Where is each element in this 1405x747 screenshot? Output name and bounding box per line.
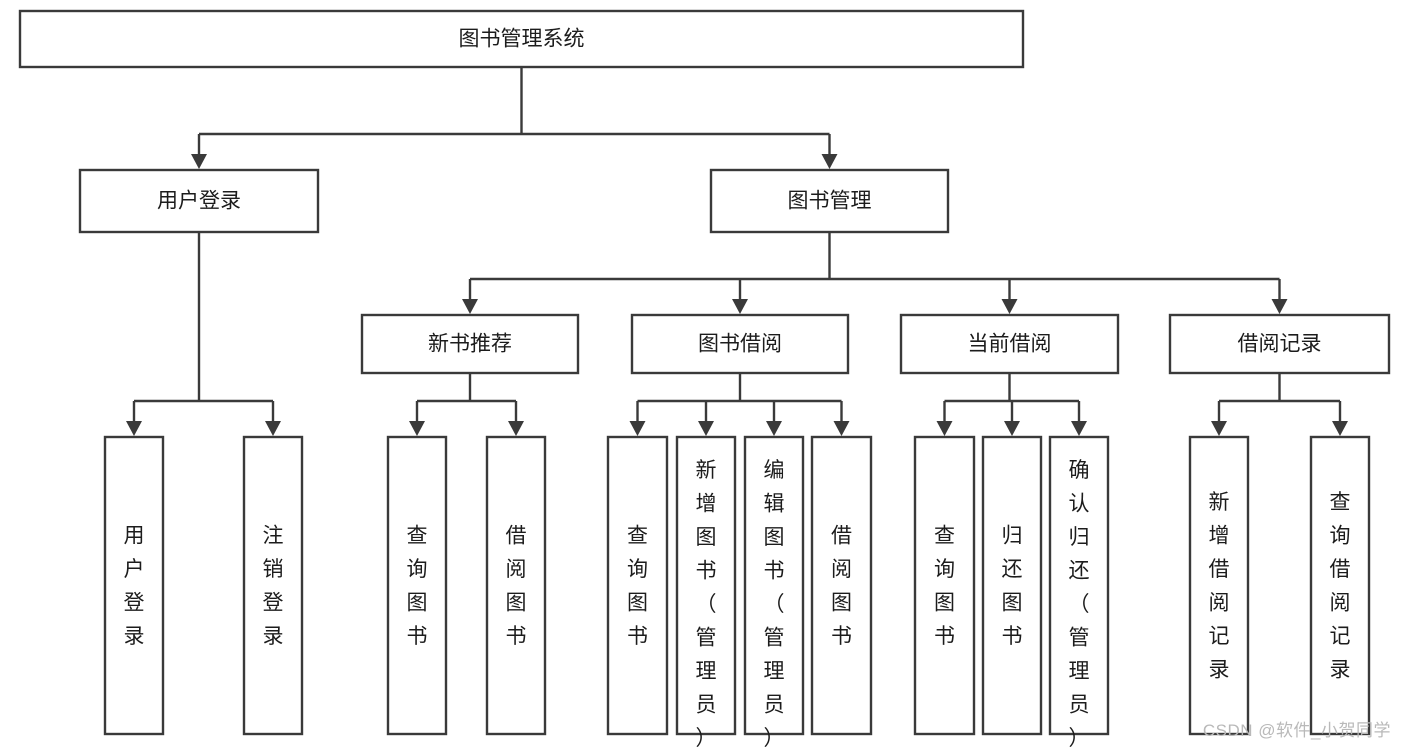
node-box[interactable] bbox=[1048, 435, 1110, 736]
node-box[interactable] bbox=[981, 435, 1043, 736]
node-box[interactable] bbox=[743, 435, 805, 736]
node-f-new-2[interactable]: 借阅图书 bbox=[485, 435, 547, 736]
arrow-head-icon bbox=[1071, 421, 1087, 436]
arrow-head-icon bbox=[766, 421, 782, 436]
node-box[interactable] bbox=[18, 9, 1025, 69]
node-login[interactable]: 用户登录 bbox=[78, 168, 320, 234]
node-box[interactable] bbox=[103, 435, 165, 736]
node-borrow[interactable]: 图书借阅 bbox=[630, 313, 850, 375]
node-f-login-1[interactable]: 用户登录 bbox=[103, 435, 165, 736]
node-box[interactable] bbox=[242, 435, 304, 736]
node-f-rec-2[interactable]: 查询借阅记录 bbox=[1309, 435, 1371, 736]
node-label-vertical: 新增借阅记录 bbox=[1209, 491, 1230, 682]
arrow-head-icon bbox=[1001, 299, 1018, 314]
node-label: 图书管理 bbox=[788, 190, 872, 213]
node-box[interactable] bbox=[386, 435, 448, 736]
node-f-cur-2[interactable]: 归还图书 bbox=[981, 435, 1043, 736]
node-label-vertical: 借阅图书 bbox=[831, 525, 852, 649]
arrow-head-icon bbox=[936, 421, 953, 436]
node-label-vertical: 查询借阅记录 bbox=[1330, 491, 1351, 682]
node-f-rec-1[interactable]: 新增借阅记录 bbox=[1188, 435, 1250, 736]
node-root[interactable]: 图书管理系统 bbox=[18, 9, 1025, 69]
node-records[interactable]: 借阅记录 bbox=[1168, 313, 1391, 375]
node-label-vertical: 新增图书（管理员） bbox=[696, 459, 717, 747]
node-f-bor-2[interactable]: 新增图书（管理员） bbox=[675, 435, 737, 747]
node-label-vertical: 编辑图书（管理员） bbox=[764, 459, 785, 747]
node-label-vertical: 确认归还（管理员） bbox=[1069, 459, 1090, 747]
node-f-cur-1[interactable]: 查询图书 bbox=[913, 435, 976, 736]
node-f-bor-1[interactable]: 查询图书 bbox=[606, 435, 669, 736]
node-f-cur-3[interactable]: 确认归还（管理员） bbox=[1048, 435, 1110, 747]
node-label: 借阅记录 bbox=[1238, 333, 1322, 356]
node-bookmgmt[interactable]: 图书管理 bbox=[709, 168, 950, 234]
node-f-login-2[interactable]: 注销登录 bbox=[242, 435, 304, 736]
node-label: 图书借阅 bbox=[698, 333, 782, 356]
arrow-head-icon bbox=[191, 154, 207, 169]
node-box[interactable] bbox=[606, 435, 669, 736]
arrow-head-icon bbox=[1271, 299, 1288, 314]
arrow-head-icon bbox=[462, 299, 478, 314]
arrow-head-icon bbox=[409, 421, 425, 436]
arrow-head-icon bbox=[1211, 421, 1227, 436]
arrow-head-icon bbox=[698, 421, 714, 436]
node-current[interactable]: 当前借阅 bbox=[899, 313, 1120, 375]
node-box[interactable] bbox=[630, 313, 850, 375]
node-box[interactable] bbox=[78, 168, 320, 234]
node-label-vertical: 查询图书 bbox=[627, 525, 648, 649]
node-label-vertical: 借阅图书 bbox=[506, 525, 527, 649]
node-label-vertical: 归还图书 bbox=[1002, 525, 1023, 649]
arrow-head-icon bbox=[629, 421, 646, 436]
node-box[interactable] bbox=[1168, 313, 1391, 375]
arrow-head-icon bbox=[821, 154, 838, 169]
node-label-vertical: 用户登录 bbox=[124, 525, 145, 649]
connector-layer bbox=[126, 67, 1348, 436]
node-box[interactable] bbox=[360, 313, 580, 375]
arrow-head-icon bbox=[126, 421, 142, 436]
node-box[interactable] bbox=[1309, 435, 1371, 736]
arrow-head-icon bbox=[265, 421, 281, 436]
node-label: 用户登录 bbox=[157, 190, 241, 213]
node-box[interactable] bbox=[899, 313, 1120, 375]
node-label-vertical: 查询图书 bbox=[407, 525, 428, 649]
node-label-vertical: 注销登录 bbox=[263, 525, 284, 649]
watermark-text: CSDN @软件_小贺同学 bbox=[1202, 721, 1391, 740]
node-box[interactable] bbox=[913, 435, 976, 736]
node-label: 当前借阅 bbox=[968, 333, 1052, 356]
arrow-head-icon bbox=[833, 421, 850, 436]
arrow-head-icon bbox=[1332, 421, 1348, 436]
node-box[interactable] bbox=[1188, 435, 1250, 736]
node-label: 新书推荐 bbox=[428, 333, 512, 356]
node-f-new-1[interactable]: 查询图书 bbox=[386, 435, 448, 736]
node-f-bor-3[interactable]: 编辑图书（管理员） bbox=[743, 435, 805, 747]
node-box[interactable] bbox=[675, 435, 737, 736]
node-box[interactable] bbox=[709, 168, 950, 234]
arrow-head-icon bbox=[508, 421, 524, 436]
node-box[interactable] bbox=[485, 435, 547, 736]
node-label: 图书管理系统 bbox=[459, 28, 585, 51]
arrow-head-icon bbox=[732, 299, 748, 314]
node-box[interactable] bbox=[810, 435, 873, 736]
node-label-vertical: 查询图书 bbox=[934, 525, 955, 649]
node-newbook[interactable]: 新书推荐 bbox=[360, 313, 580, 375]
node-layer: 图书管理系统用户登录图书管理新书推荐图书借阅当前借阅借阅记录用户登录注销登录查询… bbox=[18, 9, 1391, 747]
arrow-head-icon bbox=[1004, 421, 1020, 436]
node-f-bor-4[interactable]: 借阅图书 bbox=[810, 435, 873, 736]
